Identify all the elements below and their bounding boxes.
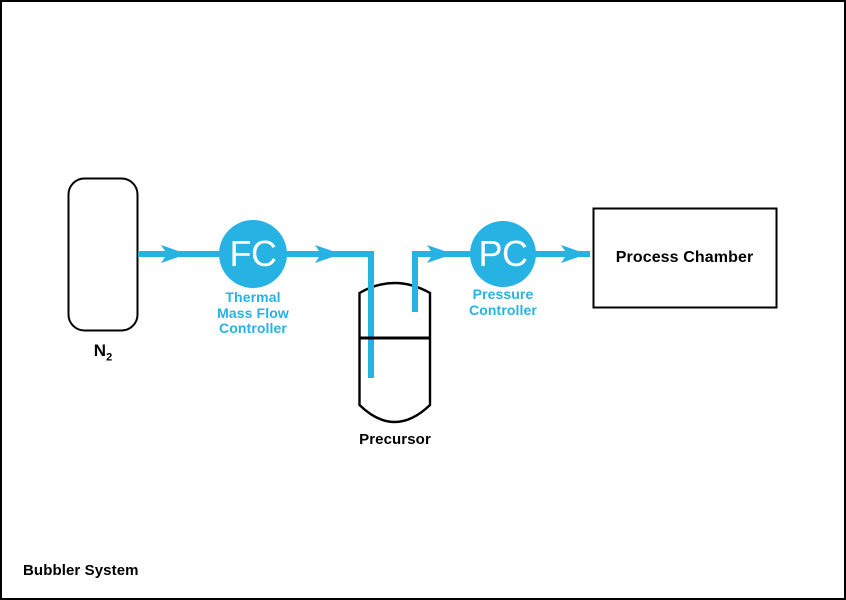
precursor-vessel-shape: [358, 281, 432, 424]
flow-controller-circle: [219, 220, 287, 288]
pipe-vessel-outlet-to-pc: [412, 251, 474, 312]
pressure-controller-caption: Pressure Controller: [469, 286, 537, 318]
pressure-controller-abbrev: PC: [478, 233, 528, 274]
flow-arrow-icon: [161, 245, 187, 263]
precursor-vessel-label: Precursor: [359, 431, 431, 448]
flow-controller-caption: Thermal Mass Flow Controller: [217, 289, 289, 336]
n2-cylinder-shape: [67, 177, 139, 332]
flow-arrow-icon: [561, 245, 587, 263]
n2-cylinder-label: N2: [68, 341, 138, 363]
n2-subscript: 2: [106, 351, 113, 364]
figure-title: Bubbler System: [23, 562, 139, 579]
process-chamber-shape: [592, 207, 778, 309]
process-chamber-label: Process Chamber: [615, 248, 754, 266]
flow-controller-abbrev: FC: [229, 233, 278, 274]
flow-arrow-icon: [315, 245, 341, 263]
flow-arrow-icon: [427, 245, 453, 263]
n2-symbol: N: [93, 341, 107, 360]
pressure-controller-circle: [470, 221, 536, 287]
